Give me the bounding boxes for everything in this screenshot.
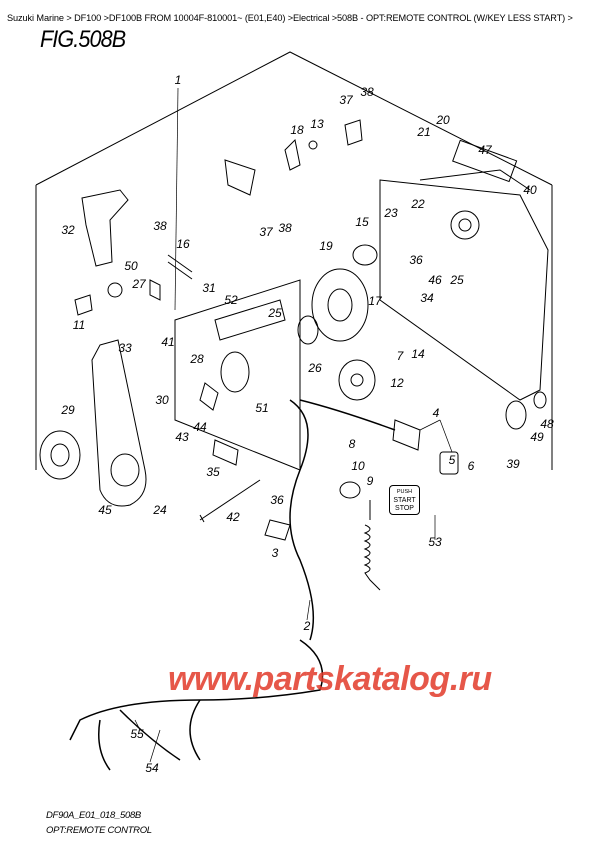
push-start-stop-button-part: PUSH START STOP bbox=[389, 485, 420, 515]
callout[interactable]: 34 bbox=[420, 291, 434, 305]
control-lever bbox=[39, 339, 147, 507]
callout[interactable]: 38 bbox=[360, 85, 374, 99]
callout[interactable]: 20 bbox=[436, 113, 450, 127]
breadcrumb-sep: > bbox=[101, 13, 109, 23]
callout[interactable]: 38 bbox=[153, 219, 167, 233]
callout[interactable]: 38 bbox=[278, 221, 292, 235]
callout[interactable]: 30 bbox=[155, 393, 169, 407]
callout[interactable]: 12 bbox=[390, 376, 404, 390]
callout[interactable]: 16 bbox=[176, 237, 190, 251]
footer-caption: OPT:REMOTE CONTROL bbox=[46, 825, 152, 836]
callout[interactable]: 4 bbox=[432, 406, 440, 420]
breadcrumb-sep: > bbox=[63, 13, 75, 23]
breadcrumb-link-suzuki-marine[interactable]: Suzuki Marine bbox=[7, 13, 64, 23]
callout[interactable]: 19 bbox=[319, 239, 333, 253]
callout[interactable]: 17 bbox=[368, 294, 382, 308]
breadcrumb-link-electrical[interactable]: Electrical bbox=[293, 13, 330, 23]
watermark: www.partskatalog.ru bbox=[168, 660, 492, 698]
callout[interactable]: 23 bbox=[384, 206, 398, 220]
push-label: PUSH bbox=[396, 489, 413, 495]
breadcrumb-sep: > bbox=[329, 13, 338, 23]
callout[interactable]: 21 bbox=[417, 125, 431, 139]
callout[interactable]: 39 bbox=[506, 457, 520, 471]
callout[interactable]: 13 bbox=[310, 117, 324, 131]
callout[interactable]: 24 bbox=[153, 503, 167, 517]
callout[interactable]: 32 bbox=[61, 223, 75, 237]
callout[interactable]: 5 bbox=[448, 453, 456, 467]
callout[interactable]: 18 bbox=[290, 123, 304, 137]
callout[interactable]: 35 bbox=[206, 465, 220, 479]
key-switch bbox=[339, 419, 459, 499]
callout[interactable]: 29 bbox=[61, 403, 75, 417]
callout[interactable]: 11 bbox=[72, 318, 86, 332]
figure-title: FIG.508B bbox=[40, 26, 126, 53]
start-label: START bbox=[393, 496, 416, 504]
breadcrumb-sep: > bbox=[285, 13, 294, 23]
callout[interactable]: 36 bbox=[409, 253, 423, 267]
callout[interactable]: 22 bbox=[411, 197, 425, 211]
callout[interactable]: 2 bbox=[303, 619, 311, 633]
callout[interactable]: 36 bbox=[270, 493, 284, 507]
callout[interactable]: 37 bbox=[259, 225, 273, 239]
callout[interactable]: 49 bbox=[530, 430, 544, 444]
callout[interactable]: 26 bbox=[308, 361, 322, 375]
small-parts bbox=[74, 119, 547, 541]
callout[interactable]: 28 bbox=[190, 352, 204, 366]
lanyard-coil bbox=[363, 500, 381, 591]
breadcrumb-link-df100b[interactable]: DF100B FROM 10004F-810001~ (E01,E40) bbox=[108, 13, 286, 23]
callout[interactable]: 25 bbox=[268, 306, 282, 320]
callout[interactable]: 14 bbox=[411, 347, 425, 361]
callout[interactable]: 52 bbox=[224, 293, 238, 307]
callout[interactable]: 43 bbox=[175, 430, 189, 444]
breadcrumb-sep: > bbox=[565, 13, 573, 23]
boundary-box bbox=[35, 51, 553, 470]
footer-code: DF90A_E01_018_508B bbox=[46, 810, 141, 821]
callout[interactable]: 7 bbox=[396, 349, 404, 363]
callout[interactable]: 10 bbox=[351, 459, 365, 473]
buzzer bbox=[338, 359, 376, 401]
breadcrumb-link-df100[interactable]: DF100 bbox=[74, 13, 102, 23]
callout[interactable]: 51 bbox=[255, 401, 269, 415]
side-cover bbox=[379, 139, 549, 401]
callout[interactable]: 6 bbox=[467, 459, 475, 473]
callout[interactable]: 54 bbox=[145, 761, 159, 775]
callout[interactable]: 42 bbox=[226, 510, 240, 524]
callout[interactable]: 33 bbox=[118, 341, 132, 355]
callout[interactable]: 37 bbox=[339, 93, 353, 107]
handle-grip bbox=[81, 189, 129, 267]
breadcrumb: Suzuki Marine > DF100 >DF100B FROM 10004… bbox=[7, 13, 573, 23]
callout[interactable]: 8 bbox=[348, 437, 356, 451]
gear-plate bbox=[297, 244, 378, 345]
harness-wires bbox=[69, 399, 396, 771]
callout[interactable]: 31 bbox=[202, 281, 216, 295]
leader-lines bbox=[134, 87, 453, 763]
callout[interactable]: 25 bbox=[450, 273, 464, 287]
callout[interactable]: 46 bbox=[428, 273, 442, 287]
stop-label: STOP bbox=[395, 505, 414, 512]
callout[interactable]: 47 bbox=[478, 143, 492, 157]
callout[interactable]: 15 bbox=[355, 215, 369, 229]
callout[interactable]: 1 bbox=[174, 73, 182, 87]
callout[interactable]: 53 bbox=[428, 535, 442, 549]
callout[interactable]: 27 bbox=[132, 277, 146, 291]
callout[interactable]: 3 bbox=[271, 546, 279, 560]
screw bbox=[199, 479, 261, 523]
callout[interactable]: 45 bbox=[98, 503, 112, 517]
callout[interactable]: 48 bbox=[540, 417, 554, 431]
breadcrumb-current[interactable]: 508B - OPT:REMOTE CONTROL (W/KEY LESS ST… bbox=[337, 13, 566, 23]
callout[interactable]: 50 bbox=[124, 259, 138, 273]
callout[interactable]: 55 bbox=[130, 727, 144, 741]
callout[interactable]: 9 bbox=[366, 474, 374, 488]
callout[interactable]: 44 bbox=[193, 420, 207, 434]
callout[interactable]: 40 bbox=[523, 183, 537, 197]
callout[interactable]: 41 bbox=[161, 335, 175, 349]
